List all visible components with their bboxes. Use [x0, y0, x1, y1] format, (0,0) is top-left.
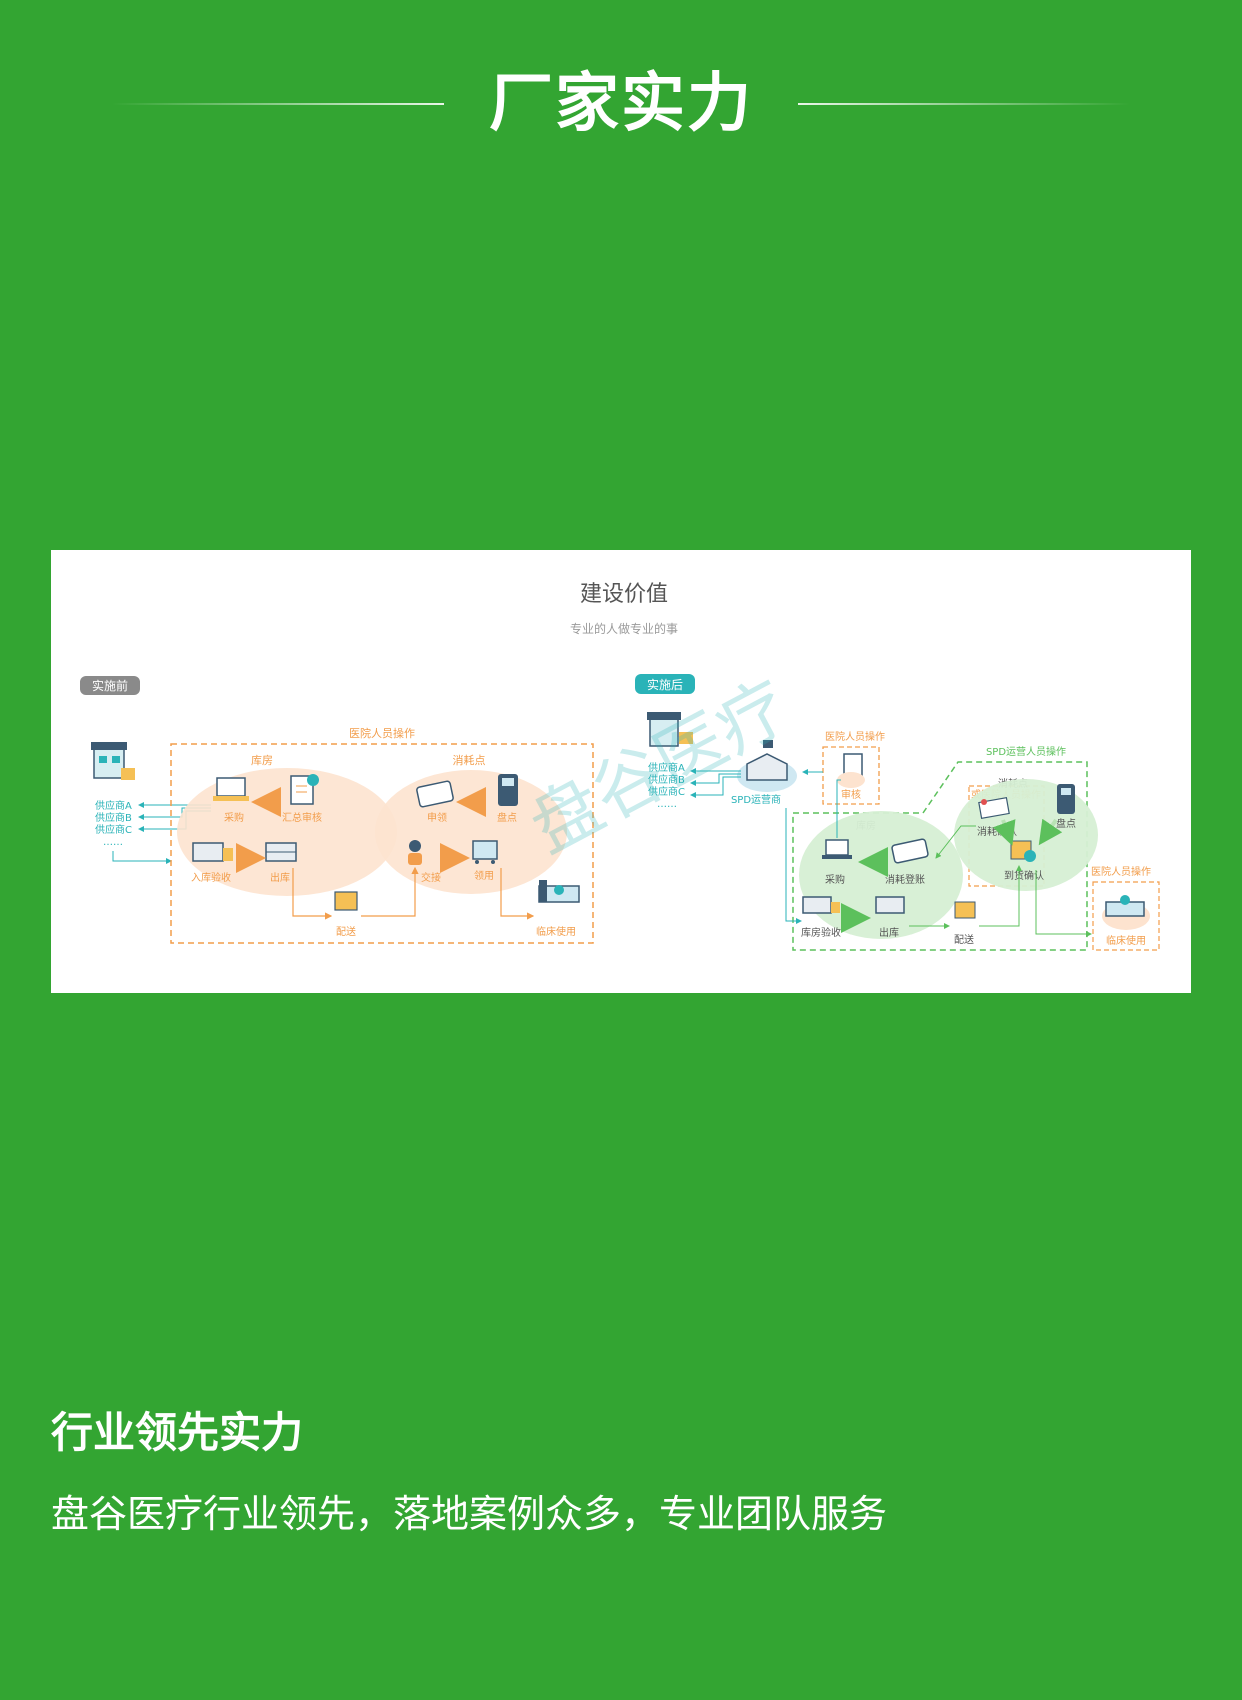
after-review: 审核: [841, 788, 861, 801]
before-inventory: 盘点: [497, 811, 517, 824]
supplier-more: ……: [103, 837, 123, 848]
before-group-label: 医院人员操作: [349, 726, 415, 740]
header-left-rule: [112, 103, 444, 105]
after-calculator-icon: [1057, 784, 1075, 814]
laptop-icon: [213, 777, 249, 801]
after-spd-group-label: SPD运营人员操作: [986, 745, 1066, 758]
before-tag: 实施前: [92, 678, 128, 693]
diagram-title: 建设价值: [580, 582, 668, 607]
before-outbound: 出库: [270, 871, 290, 884]
header-right-rule: [798, 103, 1130, 105]
before-section: 实施前 供应商A 供应商B 供应商C …… 医院人员操作 库房 消耗点 采购 汇…: [80, 676, 594, 944]
after-delivery: 配送: [954, 933, 974, 946]
after-outbound: 出库: [879, 926, 899, 939]
supplier-building-icon: [91, 742, 135, 780]
after-tag-bg: [635, 674, 695, 694]
after-arrival-confirm: 到货确认: [1004, 869, 1044, 882]
after-supplier-building-icon: [647, 712, 693, 747]
diagram-subtitle: 专业的人做专业的事: [570, 621, 678, 636]
before-delivery: 配送: [336, 925, 356, 938]
cart-icon: [472, 840, 498, 864]
delivery-box-icon: [334, 891, 358, 911]
after-supplier-c: 供应商C: [648, 785, 685, 798]
after-hospital-group-label2: 医院人员操作: [1091, 865, 1151, 878]
spd-operator-label: SPD运营商: [731, 793, 781, 806]
after-section: 实施后 供应商A 供应商B 供应商C …… SPD运营商 医院人员操作 审核 S…: [635, 674, 1160, 951]
header: 厂家实力: [0, 60, 1242, 150]
after-consume-confirm: 消耗确认: [977, 825, 1017, 838]
consume-confirm-icon: [978, 796, 1010, 820]
truck-box-icon: [192, 842, 233, 862]
after-tablet-icon: [891, 838, 929, 864]
before-warehouse-label: 库房: [251, 754, 273, 767]
shelf-icon: [265, 842, 297, 862]
before-handover: 交接: [421, 871, 441, 884]
before-consumption-label: 消耗点: [453, 753, 486, 767]
hospital-bed-icon: [538, 880, 580, 903]
calculator-icon: [498, 774, 518, 806]
after-laptop-icon: [822, 839, 852, 859]
after-inventory: 盘点: [1056, 817, 1076, 830]
after-tag: 实施后: [647, 677, 683, 692]
after-hospital-group-label: 医院人员操作: [825, 730, 885, 743]
spd-operator-icon: [737, 740, 797, 792]
supplier-a: 供应商A: [95, 799, 132, 812]
review-doc-icon: [837, 753, 865, 788]
after-supplier-b: 供应商B: [648, 773, 685, 786]
after-hospital-bed-icon: [1102, 895, 1150, 930]
before-purchase: 采购: [224, 811, 244, 824]
section-title: 行业领先实力: [51, 1408, 304, 1457]
before-receive: 领用: [474, 869, 494, 882]
section-description: 盘谷医疗行业领先，落地案例众多，专业团队服务: [51, 1492, 888, 1536]
workflow-diagram: 建设价值 专业的人做专业的事 实施前 供应商A 供应商B 供应商C …… 医院人…: [80, 582, 1160, 951]
after-truck-box-icon: [802, 896, 840, 914]
after-delivery-cart-icon: [954, 901, 976, 919]
before-summary-review: 汇总审核: [282, 811, 322, 824]
diagram-card: 建设价值 专业的人做专业的事 实施前 供应商A 供应商B 供应商C …… 医院人…: [51, 550, 1191, 993]
tablet-icon: [416, 780, 454, 808]
before-hospital-box: [170, 743, 594, 944]
after-review-box: [822, 746, 880, 805]
before-clinical: 临床使用: [536, 925, 576, 938]
arrival-box-icon: [1010, 840, 1036, 862]
after-clinical-box: [1092, 881, 1160, 951]
clipboard-check-icon: [290, 774, 319, 805]
after-consume-register: 消耗登账: [885, 873, 925, 886]
supplier-c: 供应商C: [95, 823, 132, 836]
after-supplier-more: ……: [657, 799, 677, 810]
after-clinical: 临床使用: [1106, 934, 1146, 947]
supplier-b: 供应商B: [95, 811, 132, 824]
before-apply: 申领: [427, 811, 447, 824]
after-supplier-a: 供应商A: [648, 761, 685, 774]
after-inbound: 库房验收: [801, 926, 841, 939]
page-title: 厂家实力: [489, 67, 753, 141]
after-shelf-icon: [875, 896, 905, 914]
before-tag-bg: [80, 676, 140, 695]
after-purchase: 采购: [825, 873, 845, 886]
handover-person-icon: [408, 840, 422, 865]
after-warehouse-box: [792, 761, 1088, 951]
before-inbound: 入库验收: [191, 871, 231, 884]
